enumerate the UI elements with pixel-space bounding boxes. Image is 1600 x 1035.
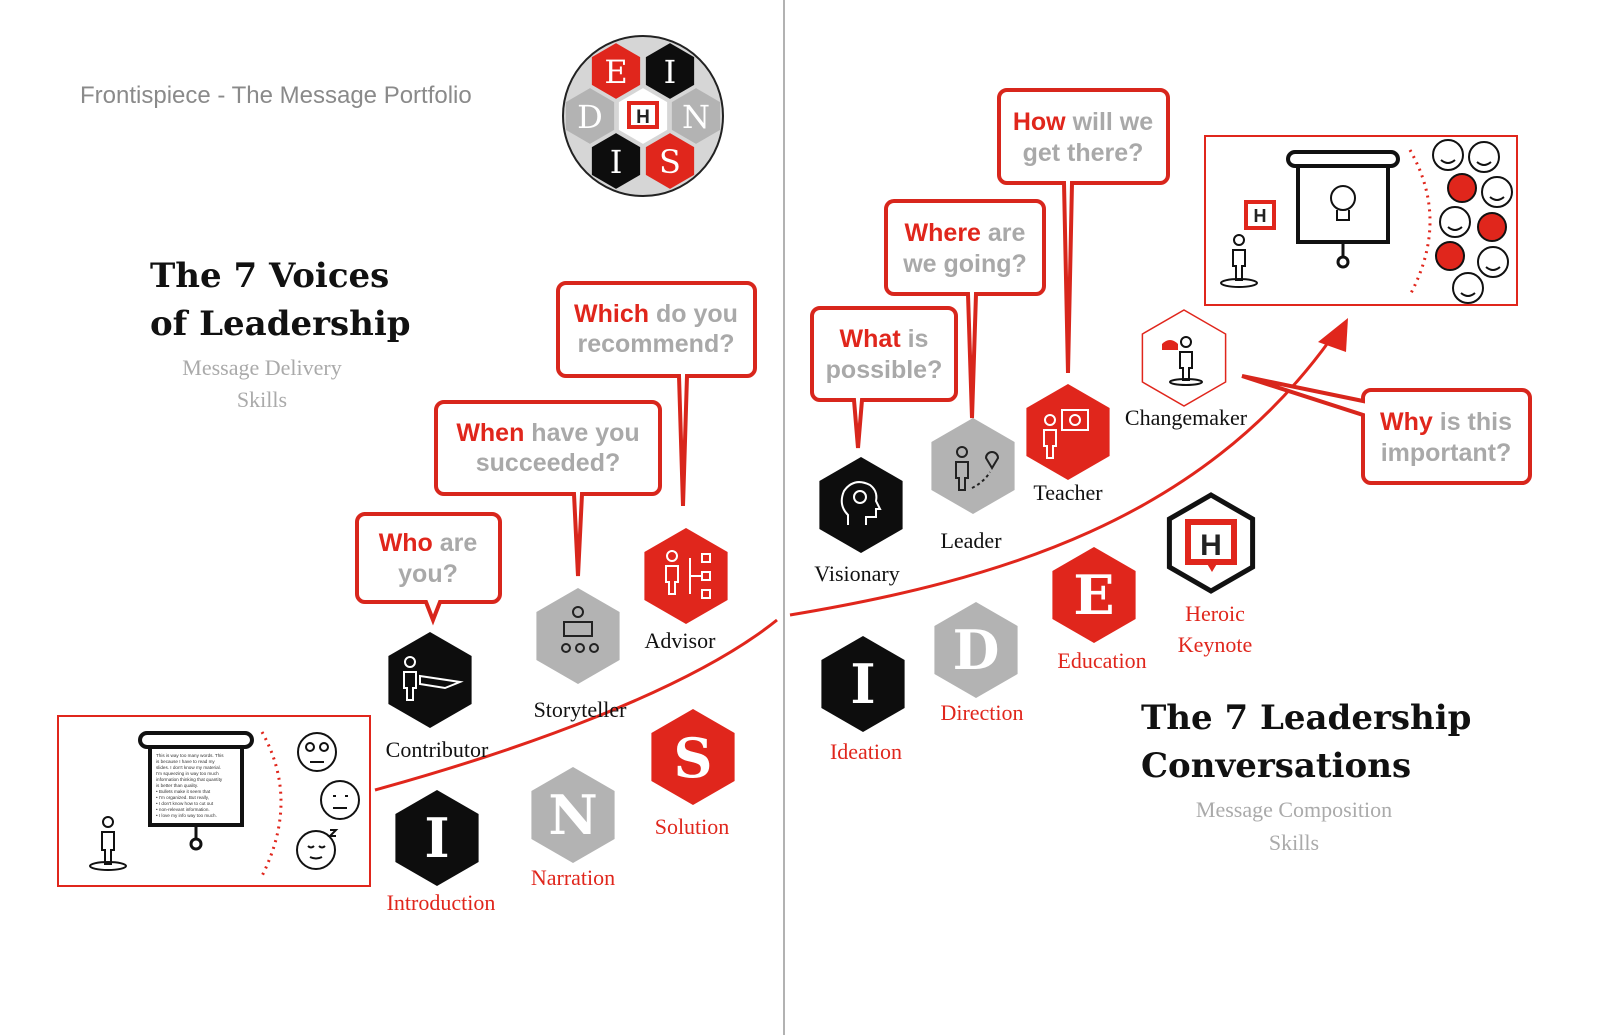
svg-text:Keynote: Keynote [1178, 632, 1253, 657]
engaging-presentation-illustration: H [1204, 135, 1518, 306]
svg-text:D: D [953, 618, 1000, 682]
svg-text:Why is this: Why is this [1380, 408, 1512, 436]
conversation-heroic-keynote: H Heroic Keynote [1169, 495, 1252, 657]
svg-text:I: I [664, 53, 677, 91]
conversation-introduction: I Introduction [387, 790, 496, 915]
voice-advisor: Advisor [644, 528, 728, 653]
left-title: The 7 Voices [150, 256, 389, 296]
svg-text:E: E [604, 53, 627, 91]
question-where: Where are we going? [884, 199, 1046, 419]
svg-text:H: H [1254, 206, 1267, 226]
svg-text:possible?: possible? [826, 356, 943, 384]
arrowhead-icon [1318, 318, 1348, 352]
presenter-icon [1220, 234, 1258, 288]
svg-text:I: I [424, 806, 449, 870]
svg-text:Where are: Where are [905, 219, 1026, 247]
question-which: Which do you recommend? [556, 281, 757, 507]
left-subtitle: Message Delivery [182, 355, 341, 380]
page-title: Frontispiece - The Message Portfolio [80, 82, 472, 109]
svg-text:Solution: Solution [655, 814, 730, 839]
conversation-education: E Education [1052, 547, 1147, 673]
svg-text:Storyteller: Storyteller [534, 697, 628, 722]
conversation-ideation: I Ideation [821, 636, 905, 764]
svg-text:Which do you: Which do you [574, 300, 738, 328]
svg-text:N: N [548, 783, 597, 847]
right-title: The 7 Leadership [1141, 698, 1471, 738]
svg-text:Heroic: Heroic [1185, 601, 1245, 626]
question-how: How will we get there? [997, 88, 1170, 374]
svg-text:• I don't know how to cut out: • I don't know how to cut out [156, 801, 214, 806]
svg-text:S: S [674, 726, 713, 790]
svg-text:of Leadership: of Leadership [150, 304, 411, 344]
svg-text:• I'm organized. But really,: • I'm organized. But really, [156, 795, 209, 800]
conversation-narration: N Narration [531, 767, 615, 890]
svg-text:recommend?: recommend? [578, 330, 735, 358]
svg-text:• Bullets make it seem that: • Bullets make it seem that [156, 789, 211, 794]
svg-text:How will we: How will we [1013, 108, 1153, 136]
svg-text:D: D [577, 98, 603, 136]
svg-text:slides. I don't know my materi: slides. I don't know my material. [156, 765, 221, 770]
svg-text:Ideation: Ideation [830, 739, 902, 764]
svg-text:H: H [636, 107, 650, 128]
svg-text:you?: you? [398, 560, 458, 588]
svg-text:Teacher: Teacher [1033, 480, 1103, 505]
voice-visionary: Visionary [814, 457, 903, 586]
presenter-icon [89, 816, 127, 871]
svg-text:get there?: get there? [1023, 139, 1144, 167]
svg-text:I'm squeezing in way too much: I'm squeezing in way too much [156, 771, 219, 776]
svg-text:I: I [850, 652, 875, 716]
voice-leader: Leader [931, 418, 1015, 553]
h-badge-icon [1244, 200, 1276, 230]
svg-text:What is: What is [840, 325, 929, 353]
growth-curve-left [374, 618, 778, 792]
svg-text:Direction: Direction [940, 700, 1023, 725]
svg-text:succeeded?: succeeded? [476, 449, 621, 477]
svg-text:Skills: Skills [237, 387, 287, 412]
svg-text:is better than quality.: is better than quality. [156, 783, 198, 788]
svg-text:E: E [1073, 563, 1114, 627]
svg-text:Who are: Who are [379, 529, 478, 557]
svg-text:we going?: we going? [902, 250, 1027, 278]
svg-text:S: S [659, 143, 681, 181]
question-who: Who are you? [355, 512, 502, 626]
svg-text:This is way too many words. Th: This is way too many words. This [156, 753, 224, 758]
lightbulb-icon [1330, 185, 1356, 221]
conversation-direction: D Direction [934, 602, 1024, 725]
svg-text:Visionary: Visionary [814, 561, 899, 586]
svg-text:Education: Education [1057, 648, 1146, 673]
svg-text:N: N [682, 98, 710, 136]
svg-text:Narration: Narration [531, 865, 615, 890]
svg-text:When have you: When have you [456, 419, 639, 447]
question-when: When have you succeeded? [434, 400, 662, 577]
svg-text:Advisor: Advisor [645, 628, 717, 653]
svg-text:I: I [610, 143, 623, 181]
svg-text:Skills: Skills [1269, 830, 1319, 855]
svg-text:is because I have to read my: is because I have to read my [156, 759, 215, 764]
voice-storyteller: Storyteller [534, 588, 628, 722]
svg-text:Leader: Leader [940, 528, 1002, 553]
right-subtitle: Message Composition [1196, 797, 1392, 822]
eidhnis-logo: E I D N I S H [562, 35, 724, 197]
svg-text:Conversations: Conversations [1141, 746, 1411, 786]
bored-faces-icon [296, 732, 360, 870]
svg-text:• I love my info way too much.: • I love my info way too much. [156, 813, 217, 818]
voice-teacher: Teacher [1026, 384, 1110, 505]
question-what: What is possible? [810, 306, 958, 449]
svg-text:H: H [1200, 529, 1222, 562]
svg-text:Changemaker: Changemaker [1125, 405, 1248, 430]
voice-contributor: Contributor [386, 632, 489, 762]
conversation-solution: S Solution [651, 709, 735, 839]
svg-text:Contributor: Contributor [386, 737, 489, 762]
svg-text:• non-relevant information.: • non-relevant information. [156, 807, 210, 812]
happy-faces-icon [1432, 139, 1513, 304]
growth-curve-right [789, 339, 1332, 617]
svg-text:Introduction: Introduction [387, 890, 496, 915]
voice-changemaker: Changemaker [1125, 309, 1248, 430]
svg-text:information thinking that quan: information thinking that quantity [156, 777, 223, 782]
svg-text:important?: important? [1381, 439, 1512, 467]
question-why: Why is this important? [1241, 374, 1532, 485]
